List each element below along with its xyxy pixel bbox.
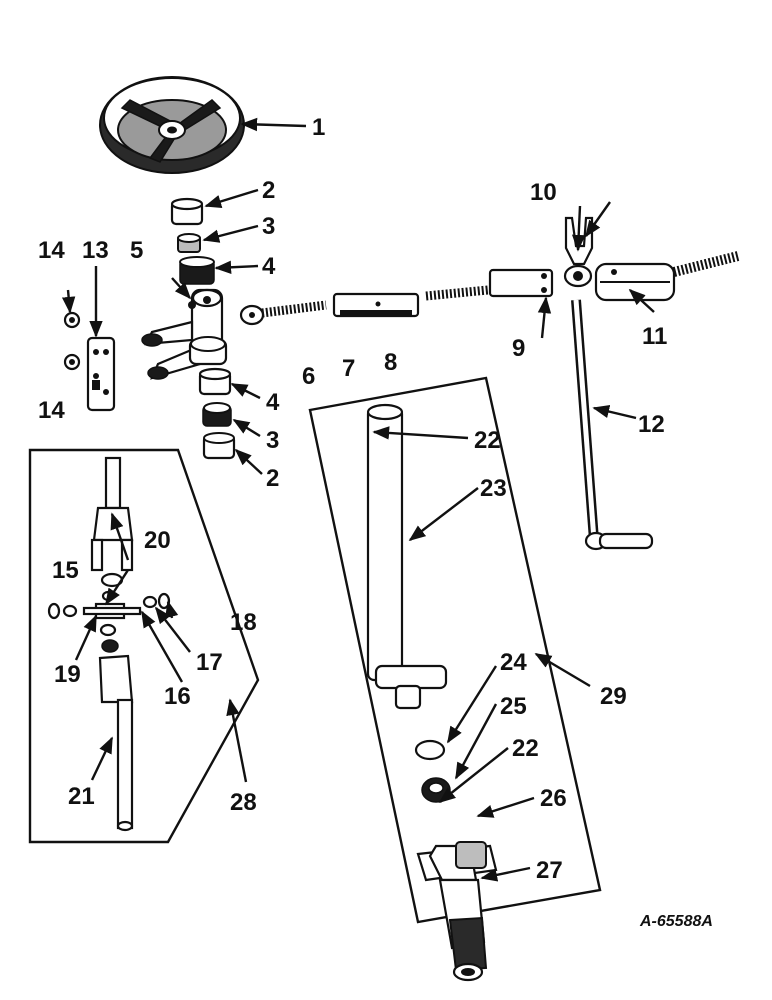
callout-5: 5	[130, 237, 143, 264]
bracket-bolts	[63, 311, 81, 371]
callout-9: 9	[512, 335, 525, 362]
callout-1: 1	[312, 114, 325, 141]
callout-18: 18	[230, 609, 257, 636]
callout-29: 29	[600, 683, 627, 710]
leader-lines	[61, 117, 655, 882]
callout-4-upper: 4	[262, 253, 276, 280]
callout-22-lower: 22	[512, 735, 539, 762]
callout-2-upper: 2	[262, 177, 275, 204]
drag-link-assembly	[239, 268, 554, 326]
universal-joint-shaft	[47, 456, 171, 832]
lower-bushings	[198, 367, 236, 460]
clevis-and-arm	[563, 216, 740, 551]
callout-3-lower: 3	[266, 427, 279, 454]
callout-4-lower: 4	[266, 389, 280, 416]
callout-20: 20	[144, 527, 171, 554]
callout-11: 11	[642, 323, 667, 350]
callout-28: 28	[230, 789, 257, 816]
mounting-bracket	[86, 336, 116, 412]
drawing-code: A-65588A	[639, 913, 713, 930]
callout-23: 23	[480, 475, 507, 502]
callout-14-lower: 14	[38, 397, 65, 424]
steering-wheel	[99, 76, 245, 174]
callout-27: 27	[536, 857, 563, 884]
upper-bushings	[170, 197, 215, 285]
callout-labels: 1 2 3 4 5 6 7 8 9 10 11 12 13 14 14 4 3 …	[38, 114, 667, 884]
callout-8: 8	[384, 349, 397, 376]
callout-2-lower: 2	[266, 465, 279, 492]
callout-10: 10	[530, 179, 557, 206]
callout-25: 25	[500, 693, 527, 720]
lower-steering-column	[366, 403, 498, 982]
callout-21: 21	[68, 783, 95, 810]
gear-housing	[141, 288, 228, 380]
shaft-assembly-outline	[28, 448, 260, 844]
callout-17: 17	[196, 649, 223, 676]
callout-7: 7	[342, 355, 355, 382]
callout-26: 26	[540, 785, 567, 812]
callout-15: 15	[52, 557, 79, 584]
callout-22-upper: 22	[474, 427, 501, 454]
callout-3-upper: 3	[262, 213, 275, 240]
callout-13: 13	[82, 237, 109, 264]
callout-12: 12	[638, 411, 665, 438]
callout-14-upper: 14	[38, 237, 65, 264]
column-assembly-outline	[308, 376, 602, 924]
callout-19: 19	[54, 661, 81, 688]
callout-16: 16	[164, 683, 191, 710]
callout-6: 6	[302, 363, 315, 390]
callout-24: 24	[500, 649, 527, 676]
